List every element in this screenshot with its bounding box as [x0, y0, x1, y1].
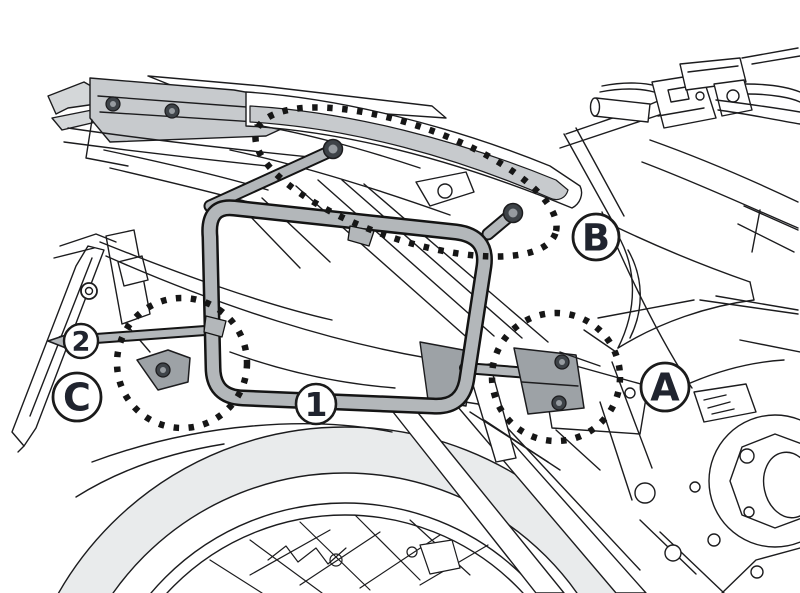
callout-circle-2: [62, 322, 100, 360]
brake-lever: [745, 83, 800, 93]
callout-circle-a: [639, 361, 691, 413]
callout-circle-c: [51, 371, 103, 423]
callout-label-1: 1: [305, 385, 328, 424]
rear-wheel: [57, 423, 633, 593]
callout-a: A: [639, 361, 691, 413]
callout-c: C: [51, 371, 103, 423]
swingarm: [381, 363, 647, 593]
highlight-rear-mount-zone: [488, 309, 624, 445]
tail-rail: [245, 91, 583, 209]
kit-upper-stays: [203, 138, 524, 241]
highlight-front-mount-zone: [113, 294, 251, 432]
callout-1: 1: [294, 382, 338, 426]
motorcycle-line-art: [11, 47, 800, 593]
callout-label-2: 2: [72, 327, 91, 358]
handlebar: [589, 47, 800, 129]
callout-label-a: A: [650, 366, 680, 410]
callout-circle-b: [571, 212, 621, 262]
callout-label-b: B: [582, 216, 610, 259]
spoke-mesh: [209, 514, 489, 593]
callout-2: 2: [62, 322, 100, 360]
callout-layer: B A C 1 2: [51, 212, 691, 426]
highlight-dotted-zones: [113, 104, 624, 445]
left-fender: [11, 229, 151, 453]
rear-hugger: [91, 423, 393, 463]
callout-circle-1: [294, 382, 338, 426]
callout-label-c: C: [63, 376, 91, 420]
kit-rear-bracket: [513, 347, 585, 415]
callout-b: B: [571, 212, 621, 262]
grip: [590, 97, 651, 123]
kit-pannier-frame: [201, 199, 493, 415]
highlight-upper-mount-zone: [252, 104, 560, 260]
engine-cases: [559, 295, 800, 593]
